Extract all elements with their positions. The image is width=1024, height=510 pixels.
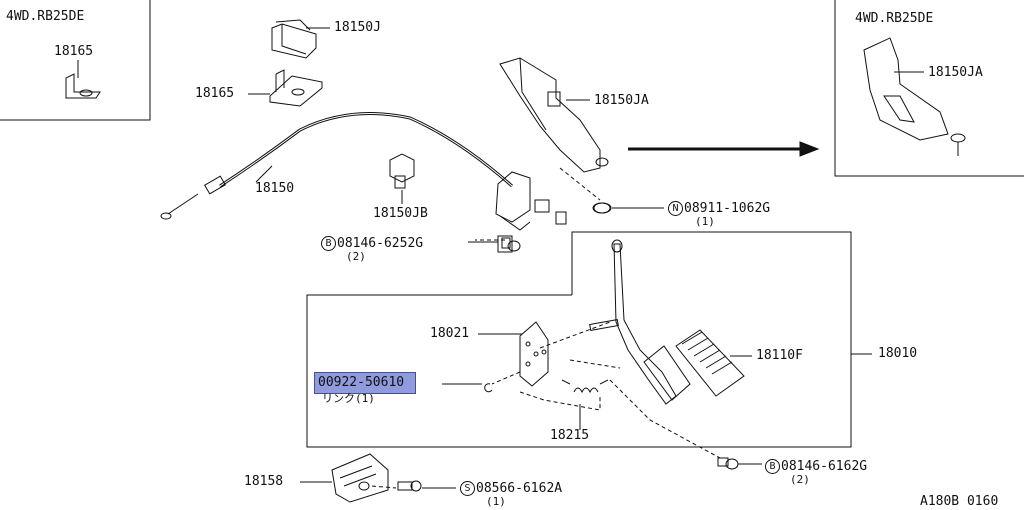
part-18150JB — [390, 154, 414, 204]
fastener-code: 08911-1062G — [684, 201, 771, 216]
inset-part-18165 — [66, 60, 100, 98]
fastener-code: 08146-6162G — [781, 459, 868, 474]
part-00922-clip — [485, 384, 492, 392]
dashed-link-4 — [570, 360, 620, 368]
label-18021[interactable]: 18021 — [430, 326, 470, 341]
label-08911-qty: (1) — [695, 215, 715, 228]
inset-part-18150JA — [864, 38, 965, 156]
label-18158[interactable]: 18158 — [244, 474, 284, 489]
label-00922-qty: リンク(1) — [322, 392, 375, 405]
n-prefix-icon: N — [668, 201, 683, 216]
label-08146-6162G-qty: (2) — [790, 473, 810, 486]
bolt-08146-6162G — [718, 458, 762, 469]
part-18150J — [272, 20, 330, 58]
cable-end-bracket — [475, 172, 566, 252]
part-18110F — [676, 330, 752, 396]
part-18150JA — [500, 58, 610, 213]
part-18010-pedal — [590, 240, 690, 404]
inset-frame-right — [835, 0, 1024, 176]
inset-frame-left — [0, 0, 150, 120]
label-18150JA[interactable]: 18150JA — [594, 93, 649, 108]
part-18021 — [478, 322, 548, 386]
label-08146-6252G-qty: (2) — [346, 250, 366, 263]
label-18150JB[interactable]: 18150JB — [373, 206, 428, 221]
fastener-code: 08566-6162A — [476, 481, 563, 496]
label-18110F[interactable]: 18110F — [756, 348, 803, 363]
label-18215[interactable]: 18215 — [550, 428, 590, 443]
label-18150J[interactable]: 18150J — [334, 20, 381, 35]
label-18150[interactable]: 18150 — [255, 181, 295, 196]
part-18215 — [520, 380, 608, 430]
label-18010[interactable]: 18010 — [878, 346, 918, 361]
variant-label-right: 4WD.RB25DE — [855, 11, 934, 26]
label-18165-inset[interactable]: 18165 — [54, 44, 94, 59]
s-prefix-icon: S — [460, 481, 475, 496]
assembly-box — [307, 232, 851, 447]
dashed-link-3 — [610, 380, 720, 458]
dashed-link-1 — [540, 322, 610, 348]
part-18150-cable — [161, 114, 512, 219]
arrow-head — [800, 142, 818, 156]
diagram-code: A180B 0160 — [920, 494, 999, 509]
fastener-code: 08146-6252G — [337, 236, 424, 251]
part-18165 — [248, 70, 322, 106]
label-18150JA-inset[interactable]: 18150JA — [928, 65, 983, 80]
label-00922-50610[interactable]: 00922-50610 — [318, 375, 405, 390]
part-18158 — [300, 454, 456, 502]
label-08566-qty: (1) — [486, 495, 506, 508]
b-prefix-icon: B — [321, 236, 336, 251]
b-prefix-icon: B — [765, 459, 780, 474]
nut-08911-1062G — [593, 203, 664, 213]
highlight-box[interactable] — [314, 372, 416, 394]
label-18165[interactable]: 18165 — [195, 86, 235, 101]
variant-label-left: 4WD.RB25DE — [6, 9, 85, 24]
dashed-link-2 — [492, 372, 520, 384]
bolt-08146-6252G — [468, 238, 520, 251]
